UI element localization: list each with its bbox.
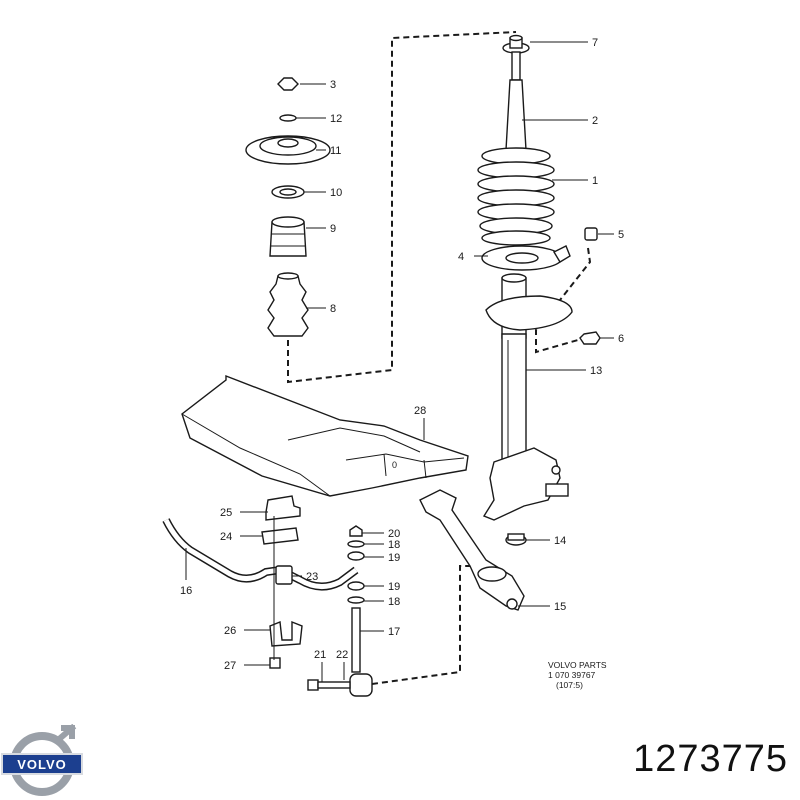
assembly-dash-line-bottom xyxy=(371,565,470,685)
callout-25: 25 xyxy=(220,507,232,519)
callout-13: 13 xyxy=(590,365,602,377)
bolt-27 xyxy=(269,657,281,669)
callout-26: 26 xyxy=(224,625,236,637)
stamp-line-1: VOLVO PARTS xyxy=(548,660,607,670)
bushing-23 xyxy=(275,565,293,585)
callout-10: 10 xyxy=(330,187,342,199)
coil-spring xyxy=(477,147,555,246)
callout-28: 28 xyxy=(414,405,426,417)
callout-9: 9 xyxy=(330,223,336,235)
callout-4: 4 xyxy=(458,251,464,263)
leader-lines xyxy=(185,41,614,682)
svg-text:0: 0 xyxy=(392,460,397,470)
callout-27: 27 xyxy=(224,660,236,672)
callout-2: 2 xyxy=(592,115,598,127)
link-nut-20 xyxy=(349,525,363,537)
link-washer-18a xyxy=(347,540,365,548)
link-bushing-19a xyxy=(347,551,365,561)
volvo-parts-stamp: VOLVO PARTS 1 070 39767 (107:5) xyxy=(548,660,607,690)
steering-knuckle xyxy=(482,447,569,521)
dust-boot-8 xyxy=(267,272,309,337)
nut-6 xyxy=(579,331,601,345)
callout-18a: 18 xyxy=(388,539,400,551)
part-number: 1273775 xyxy=(633,738,788,780)
callout-6: 6 xyxy=(618,333,624,345)
lower-control-arm xyxy=(419,489,525,611)
callout-5: 5 xyxy=(618,229,624,241)
link-bushing-19b xyxy=(347,581,365,591)
callout-20: 20 xyxy=(388,528,400,540)
link-rod-17 xyxy=(351,607,361,673)
bracket-24 xyxy=(261,527,299,545)
spring-seat xyxy=(481,245,571,271)
callout-1: 1 xyxy=(592,175,598,187)
clamp-26 xyxy=(269,620,303,647)
callout-3: 3 xyxy=(330,79,336,91)
callout-18b: 18 xyxy=(388,596,400,608)
volvo-logo: VOLVO xyxy=(1,724,83,796)
strut-piston-rod xyxy=(505,51,527,151)
link-washer-18b xyxy=(347,596,365,604)
callout-12: 12 xyxy=(330,113,342,125)
anti-roll-bar xyxy=(162,518,359,591)
top-mount xyxy=(245,135,331,165)
bearing-10 xyxy=(271,185,305,199)
callout-21: 21 xyxy=(314,649,326,661)
ball-joint-14 xyxy=(505,533,527,546)
link-bushing-22 xyxy=(349,673,373,697)
callout-7: 7 xyxy=(592,37,598,49)
strut-body xyxy=(485,273,573,469)
callout-24: 24 xyxy=(220,531,232,543)
callout-11: 11 xyxy=(330,145,341,157)
callout-19a: 19 xyxy=(388,552,400,564)
callout-17: 17 xyxy=(388,626,400,638)
bump-stop-9 xyxy=(269,216,307,257)
link-bolt-21 xyxy=(307,679,351,691)
callout-labels: 1 2 3 4 5 6 7 8 9 10 11 12 13 14 15 16 1… xyxy=(180,37,624,672)
top-mount-nut xyxy=(277,77,299,91)
nut-5 xyxy=(584,227,598,241)
strut-top-nut xyxy=(502,34,530,54)
washer-12 xyxy=(279,114,297,122)
assembly-dash-line-top xyxy=(287,31,517,384)
callout-23: 23 xyxy=(306,571,318,583)
callout-22: 22 xyxy=(336,649,348,661)
callout-8: 8 xyxy=(330,303,336,315)
bracket-25 xyxy=(265,495,301,521)
stamp-line-2: 1 070 39767 xyxy=(548,670,596,680)
stamp-line-3: (107:5) xyxy=(556,680,583,690)
callout-15: 15 xyxy=(554,601,566,613)
callout-14: 14 xyxy=(554,535,566,547)
callout-16: 16 xyxy=(180,585,192,597)
crossmember: 0 xyxy=(181,374,469,497)
volvo-logo-text: VOLVO xyxy=(17,757,67,772)
callout-19b: 19 xyxy=(388,581,400,593)
